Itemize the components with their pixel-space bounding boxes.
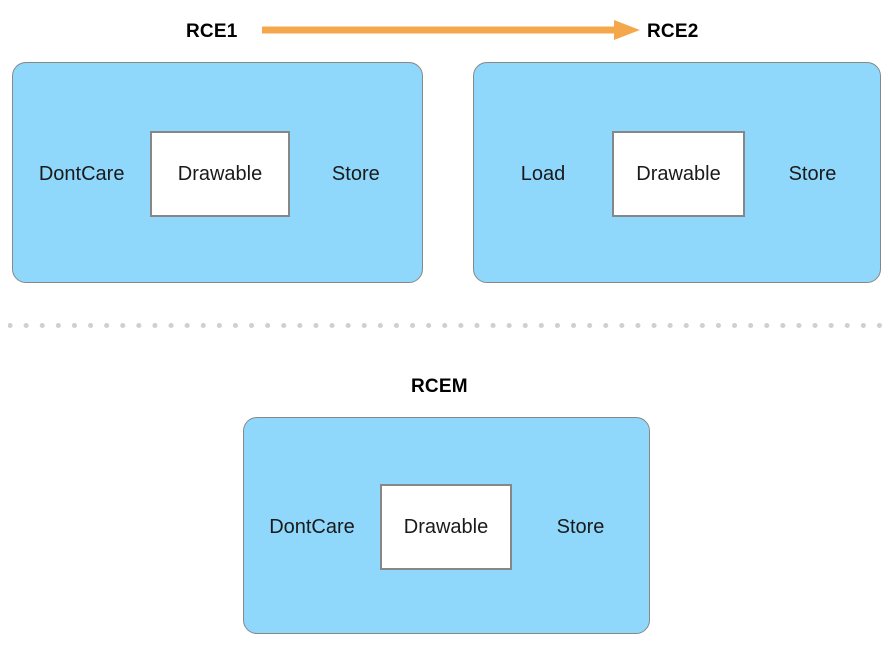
rce2-title: RCE2 (647, 21, 699, 42)
rcem-state-box[interactable]: DontCare Drawable Store (243, 417, 650, 634)
section-divider (8, 323, 885, 328)
rce2-drawable-box[interactable]: Drawable (612, 131, 745, 217)
rce2-drawable-label: Drawable (636, 163, 721, 185)
rce1-left-label: DontCare (38, 163, 125, 185)
rcem-drawable-box[interactable]: Drawable (379, 484, 513, 570)
rce1-title: RCE1 (186, 21, 238, 42)
rcem-left-label: DontCare (269, 516, 355, 538)
rcem-slot-row: DontCare Drawable Store (244, 484, 649, 570)
rce1-slot-row: DontCare Drawable Store (13, 131, 422, 217)
rcem-title: RCEM (411, 376, 468, 397)
rce1-drawable-box[interactable]: Drawable (150, 131, 290, 217)
rce2-left-label: Load (520, 163, 566, 185)
rcem-drawable-label: Drawable (403, 516, 489, 538)
rcem-right-label: Store (556, 516, 605, 538)
rce1-drawable-label: Drawable (177, 163, 263, 185)
transition-arrow-icon (262, 18, 642, 42)
rce2-state-box[interactable]: Load Drawable Store (473, 62, 881, 283)
rce2-slot-row: Load Drawable Store (474, 131, 880, 217)
rce1-right-label: Store (331, 163, 380, 185)
rce1-state-box[interactable]: DontCare Drawable Store (12, 62, 423, 283)
rce2-right-label: Store (788, 163, 837, 185)
